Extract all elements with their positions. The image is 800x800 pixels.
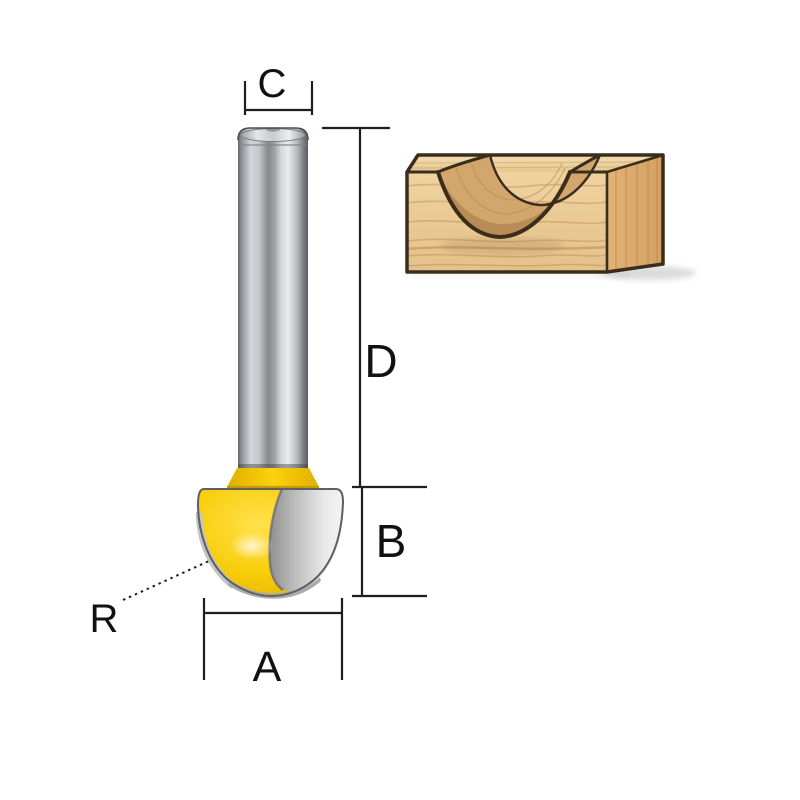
groove-interior xyxy=(438,155,600,237)
groove-front-shadow xyxy=(440,237,564,255)
wood-block-shadow-strip xyxy=(410,273,630,278)
wood-outlines xyxy=(405,153,665,274)
bit-head-outline xyxy=(196,488,345,598)
bit-flute-face xyxy=(269,489,343,591)
dimension-label-r: R xyxy=(90,597,119,641)
bit-collar xyxy=(227,468,319,487)
bit-shank-top-outline xyxy=(237,127,309,141)
dimension-b xyxy=(352,487,427,598)
bit-shank-bottom-shade xyxy=(238,464,308,468)
dimension-a xyxy=(202,598,344,680)
bit-flute-edge xyxy=(268,488,284,591)
bit-shank xyxy=(238,128,308,468)
wood-side-face xyxy=(607,155,663,272)
wood-groove-profile-illustration xyxy=(405,153,696,280)
dimension-label-a: A xyxy=(253,643,282,691)
dimension-lines xyxy=(122,81,427,680)
radius-leader-line xyxy=(122,560,210,601)
dimension-labels: C D B A R xyxy=(90,62,407,691)
dimension-c xyxy=(243,81,314,115)
groove-interior-grain xyxy=(454,159,566,215)
dimension-label-d: D xyxy=(364,335,397,387)
dimension-label-c: C xyxy=(258,62,287,106)
dimension-label-b: B xyxy=(376,515,407,567)
groove-interior-shadow-band xyxy=(438,172,570,237)
router-bit-side-view-illustration xyxy=(195,127,345,599)
wood-side-grain xyxy=(615,157,658,270)
dimension-d xyxy=(322,126,427,489)
bit-head-highlight xyxy=(230,532,274,560)
